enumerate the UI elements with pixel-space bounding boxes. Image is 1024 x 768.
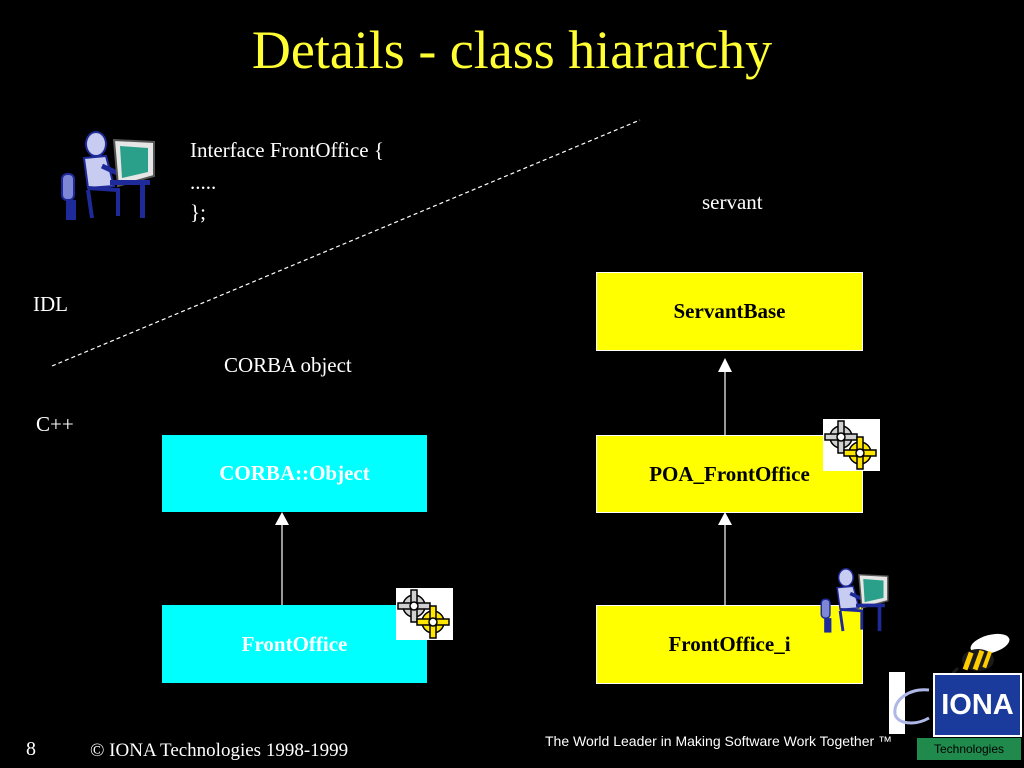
programmer-icon	[61, 131, 155, 220]
servantbase-box: ServantBase	[596, 272, 863, 351]
idl-code-line-2: .....	[190, 170, 217, 194]
arrow-head	[275, 512, 289, 525]
frontoffice-box: FrontOffice	[162, 605, 427, 683]
slide-title: Details - class hiararchy	[251, 20, 773, 80]
gears-icon	[396, 588, 453, 640]
poa-frontoffice-box: POA_FrontOffice	[596, 435, 863, 513]
servant-label: servant	[702, 190, 763, 214]
copyright: © IONA Technologies 1998-1999	[90, 740, 349, 761]
corba-object-label: CORBA object	[224, 353, 352, 377]
gears-icon	[823, 419, 880, 471]
arrow-head	[718, 358, 732, 372]
logo-sub: Technologies	[917, 738, 1021, 760]
iona-logo: IONA Technologies	[889, 672, 1024, 768]
logo-name: IONA	[933, 673, 1022, 737]
tagline: The World Leader in Making Software Work…	[545, 733, 893, 749]
idl-cpp-divider	[51, 119, 641, 367]
idl-code-line-1: Interface FrontOffice {	[190, 138, 384, 162]
swirl-icon	[893, 688, 930, 725]
page-number: 8	[26, 738, 36, 760]
corba-object-box: CORBA::Object	[162, 435, 427, 512]
cpp-label: C++	[36, 412, 74, 436]
idl-label: IDL	[33, 292, 68, 316]
bee-icon	[952, 633, 1010, 676]
arrow-head	[718, 512, 732, 525]
frontoffice-i-box: FrontOffice_i	[596, 605, 863, 684]
idl-code-line-3: };	[190, 200, 206, 224]
programmer-icon	[820, 568, 889, 633]
